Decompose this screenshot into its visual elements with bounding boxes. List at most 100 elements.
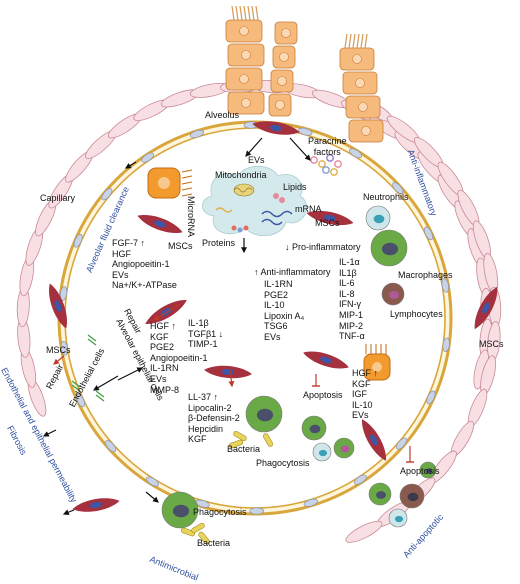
macrophage-phagocytic [245, 395, 283, 433]
cilium [235, 5, 239, 21]
macrophage-phagocytic-nucleus [256, 408, 274, 422]
arrow-to-paracrine [289, 137, 311, 161]
pro-inflammatory-header: ↓ Pro-inflammatory [285, 242, 361, 252]
type2-cell-nucleus [361, 126, 371, 136]
pro-inflammatory-item: IFN-γ [339, 299, 361, 310]
bacterium [262, 433, 274, 447]
neutrophil-right-nucleus [394, 515, 404, 523]
epithelial-nucleus [249, 507, 264, 515]
msc-apoptosis-nucleus [320, 356, 332, 364]
antimicrobial-factor: Hepcidin [188, 423, 224, 434]
pro-inflammatory-item: MIP-2 [339, 320, 364, 331]
type2-nucleus [158, 177, 170, 189]
neutrophils-label: Neutrophils [363, 192, 409, 202]
anti-apoptotic-factor: EVs [352, 410, 369, 421]
endothelial-cell [345, 520, 383, 543]
repair-factor: TGFβ1 ↓ [188, 328, 224, 339]
epithelial-nucleus [60, 340, 69, 356]
type2-cell-nucleus [239, 26, 249, 36]
macrophage-bottom [161, 491, 199, 529]
cilium [348, 33, 352, 49]
tight-junction [95, 394, 105, 402]
epithelial-nucleus [353, 474, 367, 485]
cilium [243, 5, 247, 21]
arrow-endothelial [92, 375, 119, 391]
microvillus [181, 187, 193, 191]
anti-apoptotic-factor: IL-10 [352, 399, 373, 410]
evs-label: EVs [248, 155, 265, 165]
mitochondrion-cristae [233, 187, 253, 193]
macrophage-small [333, 437, 355, 459]
arrow-to-phagocytosis [145, 491, 159, 503]
macrophage-bottom-nucleus [172, 504, 190, 518]
microvillus [181, 193, 193, 197]
bacterium [233, 430, 247, 442]
phagocytosis-bottom-label: Phagocytosis [193, 507, 247, 517]
msc-center-nucleus [324, 214, 336, 222]
neutrophil-small [312, 442, 332, 462]
epithelial-nucleus [396, 437, 408, 450]
type2-cell-nucleus [279, 52, 289, 62]
ev-cloud-shape [202, 165, 307, 236]
msc-right-lower-nucleus [370, 434, 378, 446]
fluid-clearance-factors: FGF-7 ↑ HGF Angiopoeitin-1 EVs Na+/K+-AT… [112, 238, 177, 291]
mrna-label: mRNA [295, 204, 322, 214]
bacterium [228, 439, 244, 449]
msc-apoptosis [303, 351, 349, 369]
epithelial-nucleus [392, 182, 404, 195]
lymphocyte-nucleus [389, 291, 399, 299]
arrow-fluid-out [124, 161, 137, 169]
type2-cell-nucleus [275, 100, 285, 110]
paracrine-factor-dot [318, 160, 326, 168]
cilium [356, 33, 360, 49]
neutrophil-nucleus [373, 214, 385, 224]
anti-inflammatory-item: TSG6 [264, 321, 288, 332]
mitochondria-label: Mitochondria [215, 170, 267, 180]
repair-factor: HGF ↑ [150, 321, 176, 331]
apoptosis-center-label: Apoptosis [303, 390, 343, 400]
cilium [239, 5, 243, 21]
anti-inflammatory-item: Lipoxin A₄ [264, 310, 305, 321]
repair-factor: Angiopoeitin-1 [150, 352, 208, 363]
msc-top-nucleus [270, 124, 282, 132]
pro-inflammatory-item: IL-8 [339, 288, 355, 299]
paracrine-factor-dot [334, 160, 342, 168]
anti-apoptotic-factor: HGF ↑ [352, 368, 378, 378]
type2-cell-nucleus [352, 54, 362, 64]
macrophage-apoptotic-nucleus [309, 424, 321, 434]
epithelial-nucleus [105, 440, 117, 453]
repair-factor: PGE2 [150, 342, 175, 353]
macrophage [370, 229, 408, 267]
type2-cell-nucleus [241, 50, 251, 60]
tight-junction [71, 384, 81, 392]
macrophage-nucleus [381, 242, 399, 256]
anti-inflammatory-item: IL-10 [264, 300, 285, 311]
pro-inflammatory-list: IL-1α IL1β IL-6 IL-8 IFN-γ MIP-1 MIP-2 T… [339, 257, 365, 342]
macrophage-tiny [419, 461, 437, 479]
epithelial-nucleus [189, 129, 205, 138]
msc-fluid [137, 215, 183, 233]
cilium [364, 33, 368, 49]
macrophage-right [368, 482, 392, 506]
arrow-permeability-out [42, 429, 57, 437]
alveolar-epithelial-column-right [339, 33, 384, 143]
alveolar-type2-left [147, 167, 193, 199]
arrow-mscs-left-red [53, 355, 65, 365]
msc-right-nucleus [482, 302, 490, 314]
msc-right-lower [361, 419, 387, 461]
capillary-label: Capillary [40, 193, 76, 203]
anti-apoptotic-factor: KGF [352, 378, 371, 389]
alveolar-epithelial-column [225, 5, 298, 117]
macrophages-label: Macrophages [398, 270, 453, 280]
pro-inflammatory-item: IL1β [339, 267, 357, 278]
epithelial-nucleus [145, 476, 159, 487]
macrophage-small-nucleus [340, 445, 350, 453]
tight-junction [87, 338, 97, 346]
epithelial-nucleus [349, 148, 363, 159]
antimicrobial-factors-list: LL-37 ↑ Lipocalin-2 β-Defensin-2 Hepcidi… [188, 392, 240, 445]
msc-top [252, 121, 300, 135]
phagocytosis-center-label: Phagocytosis [256, 458, 310, 468]
macrophage-apoptotic [301, 415, 327, 441]
